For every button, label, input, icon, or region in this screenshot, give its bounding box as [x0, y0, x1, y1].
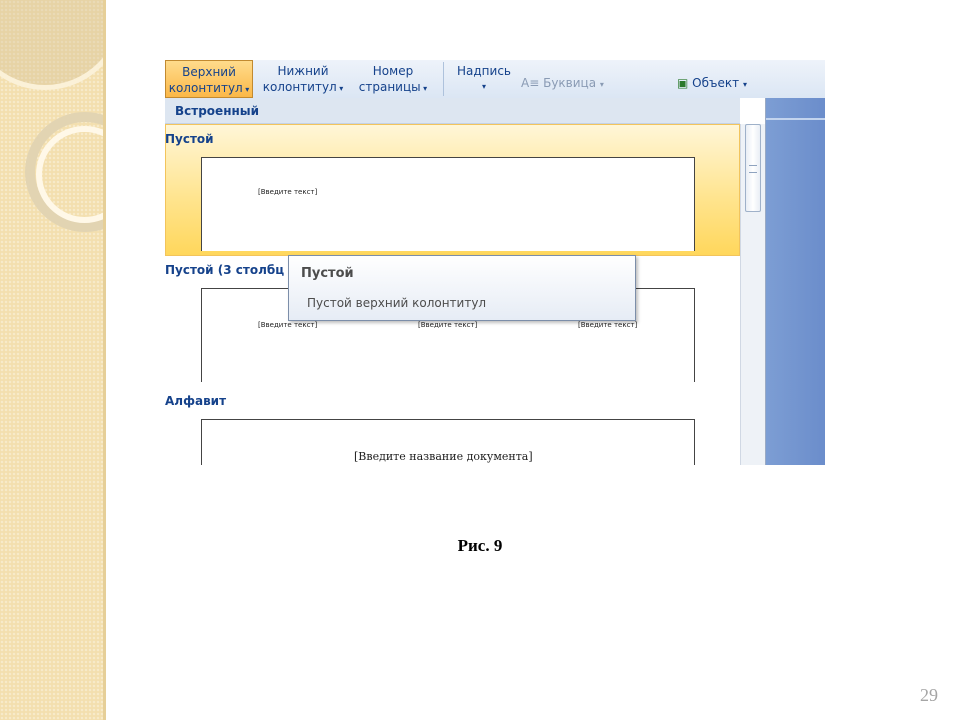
- object-label: Объект: [692, 76, 740, 90]
- gallery-item-label: Алфавит: [165, 394, 227, 408]
- ribbon-separator: [443, 62, 444, 96]
- header-gallery-dropdown: Встроенный Пустой [Введите текст] Пустой…: [165, 98, 766, 465]
- gallery-item-label: Пустой (3 столбц: [165, 263, 285, 277]
- dropdown-arrow-icon: ▾: [420, 84, 428, 93]
- ribbon: Верхний колонтитул ▾ Нижний колонтитул ▾…: [165, 60, 825, 99]
- document-background: [765, 98, 825, 465]
- decorative-ring: [25, 112, 106, 232]
- header-button-label-1: Верхний: [182, 65, 236, 79]
- word-screenshot: Верхний колонтитул ▾ Нижний колонтитул ▾…: [165, 60, 825, 465]
- dropcap-icon: A≡: [521, 76, 540, 90]
- page-number-label-2: страницы: [358, 80, 421, 94]
- header-button-label-2: колонтитул: [168, 81, 243, 95]
- grip-icon: [749, 165, 757, 173]
- textbox-button[interactable]: Надпись ▾: [449, 60, 519, 101]
- header-button[interactable]: Верхний колонтитул ▾: [165, 60, 253, 98]
- ruler-strip: [765, 118, 825, 120]
- tooltip: Пустой Пустой верхний колонтитул: [288, 255, 636, 321]
- page-number-label-1: Номер: [372, 64, 414, 78]
- slide-number: 29: [920, 685, 938, 705]
- gallery-scrollbar[interactable]: [740, 124, 765, 465]
- placeholder-text: [Введите текст]: [418, 321, 478, 329]
- gallery-section-title: Встроенный: [165, 98, 740, 124]
- textbox-label: Надпись: [457, 64, 511, 78]
- decorative-ring: [36, 126, 106, 223]
- dropdown-arrow-icon: ▾: [336, 84, 344, 93]
- page-number-button[interactable]: Номер страницы ▾: [351, 60, 435, 101]
- header-preview[interactable]: [Введите название документа]: [201, 419, 695, 465]
- figure-caption: Рис. 9: [457, 536, 503, 555]
- decorative-ring: [0, 0, 106, 90]
- decorative-sidebar: [0, 0, 106, 720]
- placeholder-text: [Введите название документа]: [354, 450, 533, 463]
- dropdown-arrow-icon: ▾: [599, 80, 604, 89]
- header-preview[interactable]: [Введите текст]: [201, 157, 695, 251]
- footer-button-label-2: колонтитул: [262, 80, 337, 94]
- gallery-item-label: Пустой: [165, 132, 214, 146]
- dropcap-label: Буквица: [543, 76, 597, 90]
- dropdown-arrow-icon: ▾: [742, 80, 747, 89]
- scrollbar-thumb[interactable]: [745, 124, 761, 212]
- dropcap-button[interactable]: A≡ Буквица ▾: [521, 76, 604, 90]
- placeholder-text: [Введите текст]: [258, 188, 318, 196]
- object-icon: ▣: [677, 76, 689, 90]
- tooltip-description: Пустой верхний колонтитул: [307, 296, 487, 310]
- tooltip-title: Пустой: [301, 266, 354, 281]
- footer-button[interactable]: Нижний колонтитул ▾: [255, 60, 351, 101]
- decorative-edge: [103, 0, 106, 720]
- placeholder-text: [Введите текст]: [258, 321, 318, 329]
- object-button[interactable]: ▣ Объект ▾: [677, 76, 747, 90]
- dropdown-arrow-icon: ▾: [481, 82, 486, 91]
- footer-button-label-1: Нижний: [277, 64, 329, 78]
- placeholder-text: [Введите текст]: [578, 321, 638, 329]
- dropdown-arrow-icon: ▾: [242, 85, 250, 94]
